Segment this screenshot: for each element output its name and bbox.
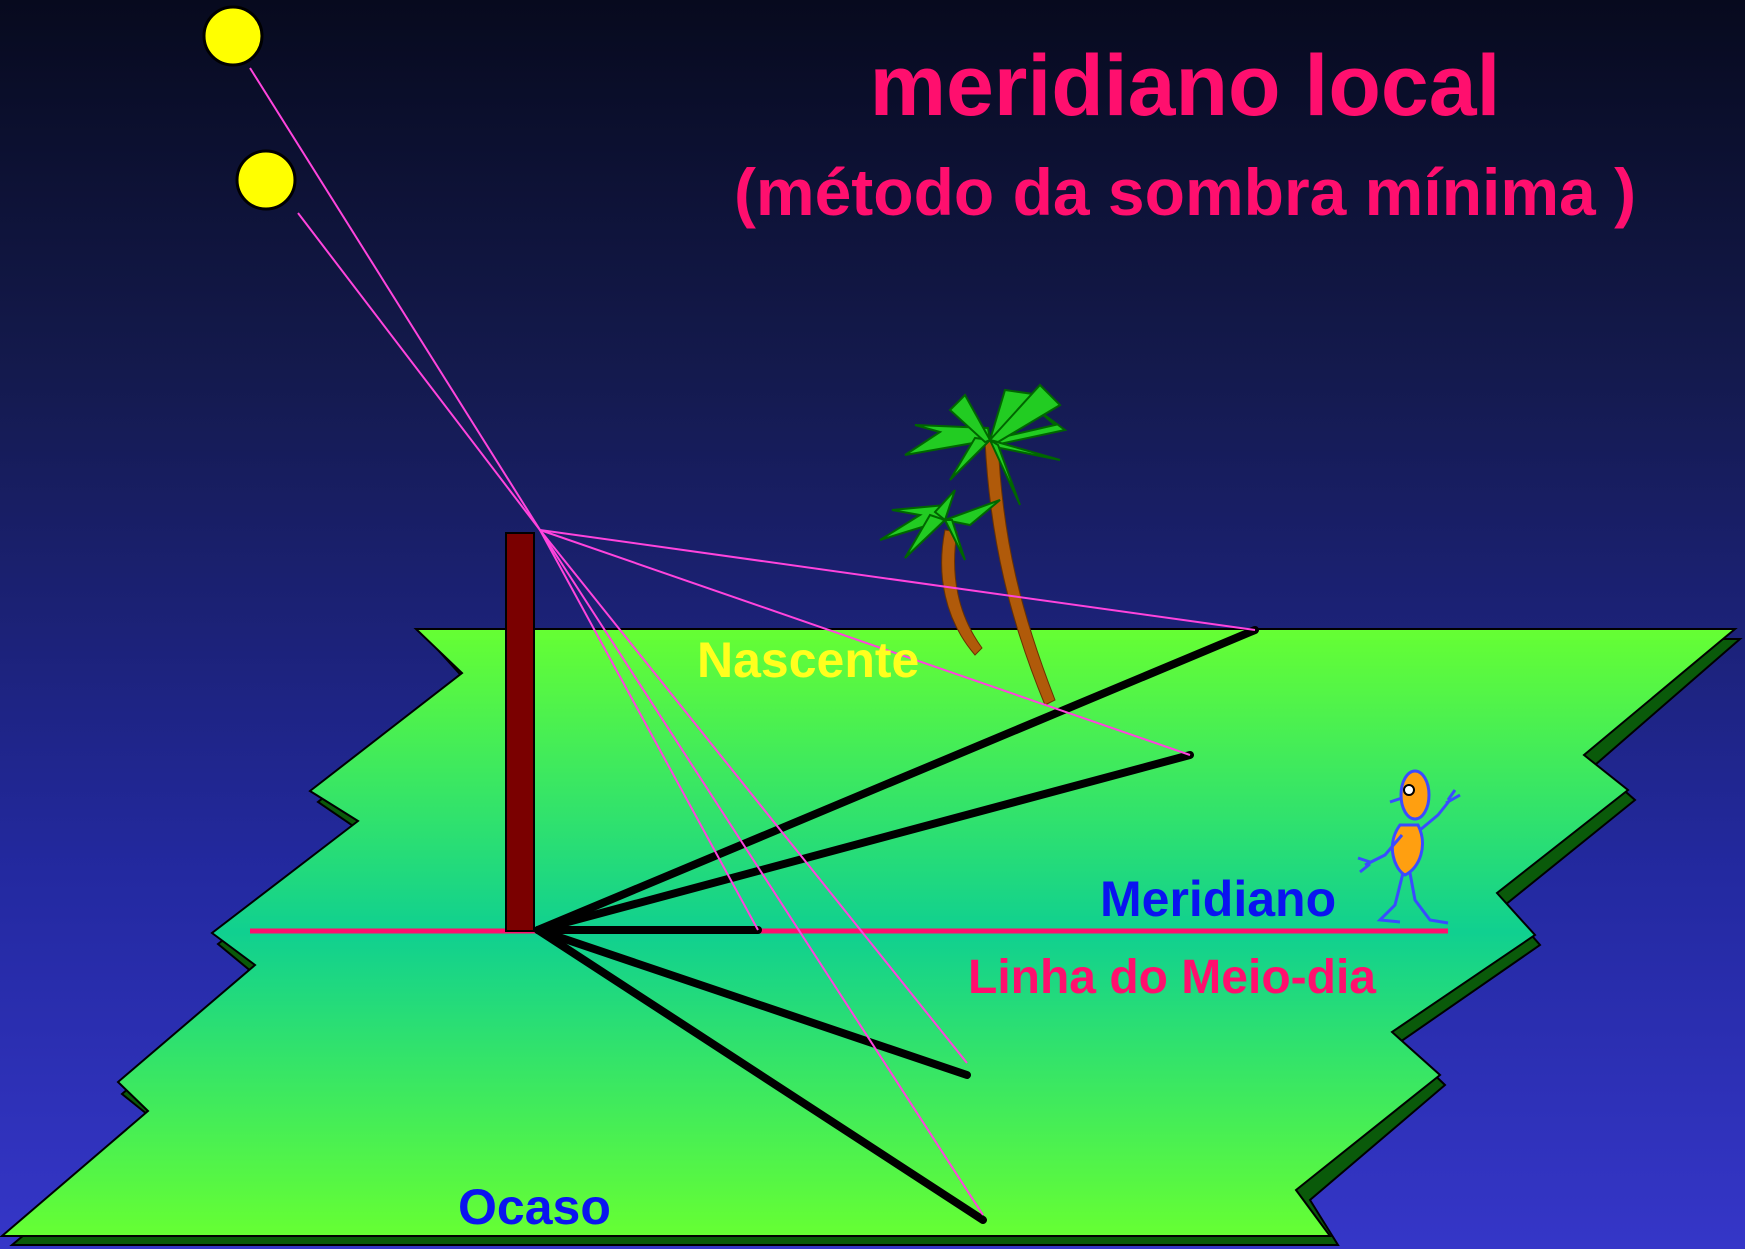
palm-trunk-small [941, 529, 983, 656]
sun-ray-1 [249, 67, 541, 531]
shadow-lines [534, 626, 1259, 1224]
sun-ray-6 [539, 529, 968, 1064]
shadow-line-4 [534, 926, 971, 1079]
sun-ray-7 [539, 529, 984, 1216]
sun-icon [235, 149, 297, 211]
sun-ray-4 [539, 529, 1191, 756]
diagram-title: meridiano local [869, 38, 1501, 134]
diagram-subtitle: (método da sombra mínima ) [733, 155, 1637, 229]
palm-fronds [879, 383, 1068, 561]
sun-ray-2 [297, 212, 541, 531]
label-ocaso: Ocaso [458, 1179, 611, 1235]
palm-tree-icon [879, 383, 1068, 706]
sun-icon [202, 5, 264, 67]
palm-trunk-large [984, 439, 1056, 706]
figure-head [1399, 769, 1431, 821]
sun-ray-5 [539, 529, 759, 931]
label-meridiano: Meridiano [1100, 871, 1337, 927]
label-linha-meio-dia: Linha do Meio-dia [968, 951, 1376, 1004]
shadow-line-1 [534, 626, 1259, 934]
gnomon-pole [505, 532, 535, 932]
sun-rays [249, 67, 1256, 1216]
shadow-line-5 [534, 926, 987, 1224]
sun-ray-3 [539, 529, 1256, 631]
shadow-line-2 [534, 751, 1194, 934]
cartoon-figure-icon [1357, 769, 1461, 925]
label-nascente: Nascente [697, 632, 920, 688]
